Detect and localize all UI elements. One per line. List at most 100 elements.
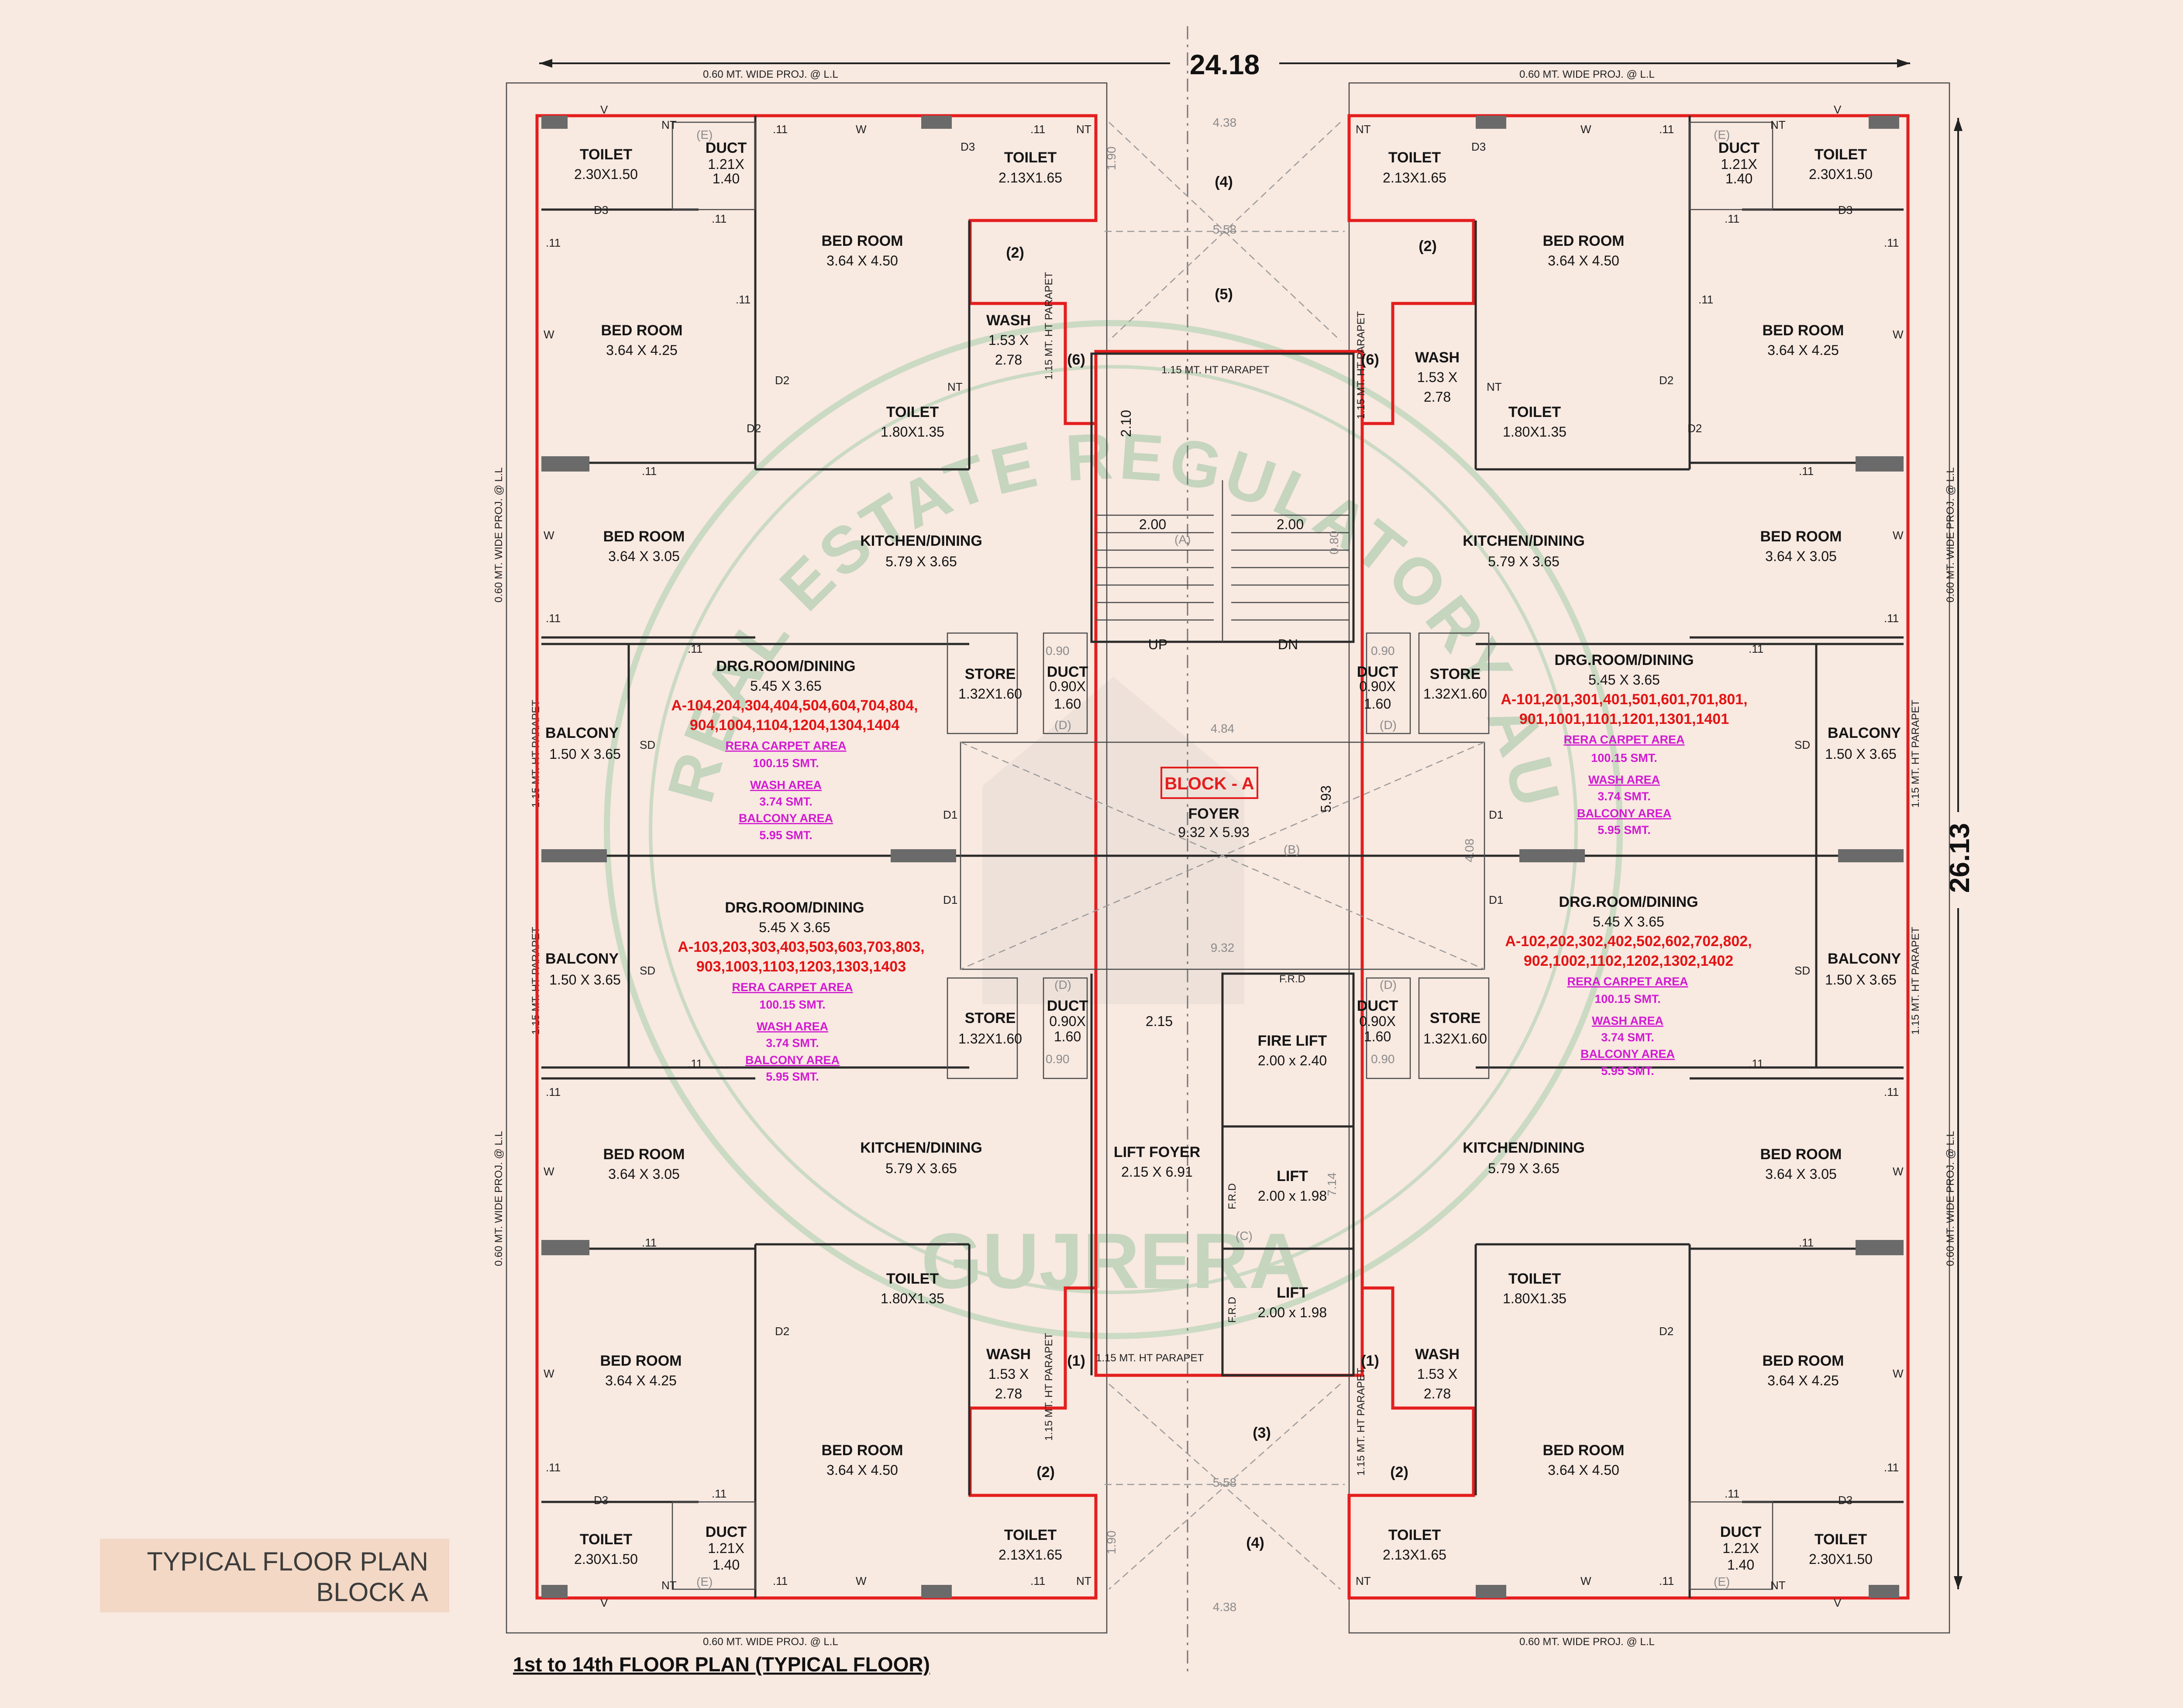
svg-text:1.15 MT. HT PARAPET: 1.15 MT. HT PARAPET bbox=[1096, 1352, 1204, 1364]
svg-text:(1): (1) bbox=[1067, 1353, 1085, 1369]
toilet-size: 2.13X1.65 bbox=[999, 1547, 1062, 1563]
svg-text:NT: NT bbox=[1356, 1574, 1371, 1587]
duct-size: 1.21X bbox=[1721, 156, 1757, 172]
wash-size-2: 2.78 bbox=[995, 352, 1022, 368]
balcony-size: 1.50 X 3.65 bbox=[1825, 746, 1897, 762]
central-core: 1.15 MT. HT PARAPET 1.15 MT. HT PARAPET … bbox=[1006, 116, 1476, 1614]
kitchen-label: KITCHEN/DINING bbox=[860, 1140, 982, 1156]
bed-room-size: 3.64 X 4.50 bbox=[1548, 253, 1619, 269]
bed-room-size: 3.64 X 4.25 bbox=[1767, 1373, 1839, 1388]
svg-text:(E): (E) bbox=[1714, 128, 1730, 141]
svg-text:.11: .11 bbox=[546, 1085, 561, 1098]
svg-text:4.38: 4.38 bbox=[1213, 116, 1237, 129]
bed-room-label: BED ROOM bbox=[1543, 1442, 1625, 1459]
svg-text:D2: D2 bbox=[1659, 1325, 1673, 1338]
duct-size: 0.90X bbox=[1359, 1013, 1396, 1029]
toilet-size: 1.80X1.35 bbox=[1503, 1291, 1567, 1306]
walls bbox=[541, 116, 1904, 1598]
drawing-caption: 1st to 14th FLOOR PLAN (TYPICAL FLOOR) bbox=[513, 1653, 930, 1676]
duct-label: DUCT bbox=[1357, 998, 1398, 1014]
balcony-label: BALCONY bbox=[1828, 725, 1901, 741]
svg-text:0.60 MT. WIDE PROJ. @ L.L: 0.60 MT. WIDE PROJ. @ L.L bbox=[703, 1636, 838, 1648]
svg-text:F.R.D: F.R.D bbox=[1226, 1297, 1238, 1323]
svg-text:1.15 MT. HT PARAPET: 1.15 MT. HT PARAPET bbox=[1355, 311, 1367, 419]
svg-text:SD: SD bbox=[1794, 738, 1810, 751]
stair-width-right: 2.00 bbox=[1277, 517, 1304, 532]
bed-room-label: BED ROOM bbox=[603, 528, 685, 545]
svg-text:(D): (D) bbox=[1054, 718, 1071, 732]
kitchen-label: KITCHEN/DINING bbox=[1463, 533, 1585, 549]
kitchen-size: 5.79 X 3.65 bbox=[1488, 1160, 1560, 1176]
svg-text:(5): (5) bbox=[1215, 286, 1233, 303]
svg-text:W: W bbox=[856, 1574, 867, 1587]
svg-text:0.60 MT. WIDE PROJ. @ L.L: 0.60 MT. WIDE PROJ. @ L.L bbox=[493, 1131, 505, 1266]
lift-label: LIFT bbox=[1277, 1168, 1308, 1185]
wash-area-value: 3.74 SMT. bbox=[1601, 1031, 1654, 1044]
duct-size-2: 1.40 bbox=[713, 1557, 740, 1573]
svg-text:D2: D2 bbox=[747, 422, 761, 435]
svg-text:(4): (4) bbox=[1246, 1535, 1264, 1551]
unit-top-right: TOILET 2.13X1.65 DUCT 1.21X 1.40 TOILET … bbox=[1357, 140, 1901, 837]
wash-label: WASH bbox=[986, 312, 1031, 329]
svg-text:5.58: 5.58 bbox=[1213, 1476, 1237, 1489]
bed-room-label: BED ROOM bbox=[603, 1146, 685, 1163]
foyer-label: FOYER bbox=[1188, 806, 1239, 822]
wash-size: 1.53 X bbox=[988, 1366, 1029, 1382]
svg-text:D3: D3 bbox=[594, 1494, 608, 1507]
stair-width-left: 2.00 bbox=[1139, 517, 1166, 532]
svg-text:.11: .11 bbox=[1799, 1236, 1814, 1249]
svg-text:W: W bbox=[544, 1165, 554, 1178]
svg-text:D2: D2 bbox=[1659, 374, 1673, 387]
svg-text:NT: NT bbox=[1076, 1574, 1092, 1587]
store-size: 1.32X1.60 bbox=[958, 1031, 1022, 1047]
bed-room-label: BED ROOM bbox=[600, 1353, 682, 1369]
wash-area-value: 3.74 SMT. bbox=[766, 1037, 819, 1050]
kitchen-size: 5.79 X 3.65 bbox=[1488, 554, 1560, 569]
drg-room-label: DRG.ROOM/DINING bbox=[1554, 652, 1694, 668]
svg-text:1.15 MT. HT PARAPET: 1.15 MT. HT PARAPET bbox=[1355, 1367, 1367, 1476]
bed-room-size: 3.64 X 3.05 bbox=[1765, 1166, 1837, 1182]
wash-size-2: 2.78 bbox=[1424, 1386, 1451, 1402]
fire-lift-size: 2.00 x 2.40 bbox=[1258, 1053, 1327, 1068]
kitchen-size: 5.79 X 3.65 bbox=[885, 554, 957, 569]
svg-text:(E): (E) bbox=[696, 1575, 713, 1588]
columns bbox=[541, 116, 1904, 1598]
svg-text:0.60 MT. WIDE PROJ. @ L.L: 0.60 MT. WIDE PROJ. @ L.L bbox=[1945, 1131, 1956, 1266]
svg-text:.11: .11 bbox=[1659, 1574, 1674, 1587]
svg-text:.11: .11 bbox=[773, 123, 788, 136]
svg-text:W: W bbox=[856, 123, 867, 136]
block-title: BLOCK - A bbox=[1164, 774, 1254, 793]
kitchen-label: KITCHEN/DINING bbox=[860, 533, 982, 549]
svg-text:.11: .11 bbox=[642, 1236, 657, 1249]
overall-width: 24.18 bbox=[1190, 49, 1260, 80]
svg-text:1.15 MT. HT PARAPET: 1.15 MT. HT PARAPET bbox=[1910, 699, 1921, 808]
svg-text:(6): (6) bbox=[1361, 351, 1379, 368]
unit-numbers: A-103,203,303,403,503,603,703,803, bbox=[678, 939, 924, 955]
fire-lift-label: FIRE LIFT bbox=[1258, 1033, 1327, 1049]
duct-label: DUCT bbox=[1357, 664, 1398, 680]
balcony-area-label: BALCONY AREA bbox=[739, 812, 833, 825]
unit-numbers: 901,1001,1101,1201,1301,1401 bbox=[1519, 711, 1729, 727]
toilet-size: 2.13X1.65 bbox=[999, 170, 1062, 186]
bed-room-size: 3.64 X 4.50 bbox=[826, 253, 898, 269]
svg-text:0.60 MT. WIDE PROJ. @ L.L: 0.60 MT. WIDE PROJ. @ L.L bbox=[1519, 69, 1655, 80]
store-label: STORE bbox=[1430, 1010, 1481, 1026]
store-size: 1.32X1.60 bbox=[958, 686, 1022, 702]
balcony-area-value: 5.95 SMT. bbox=[759, 829, 813, 842]
toilet-label: TOILET bbox=[1388, 149, 1441, 166]
bed-room-label: BED ROOM bbox=[1543, 233, 1625, 249]
lift-size: 2.00 x 1.98 bbox=[1258, 1305, 1327, 1320]
duct-size-2: 1.40 bbox=[1725, 171, 1753, 186]
wash-area-value: 3.74 SMT. bbox=[759, 795, 813, 808]
svg-text:W: W bbox=[544, 529, 554, 542]
wash-label: WASH bbox=[986, 1346, 1031, 1363]
svg-text:(4): (4) bbox=[1215, 174, 1233, 190]
stair-treads bbox=[1096, 480, 1349, 642]
svg-text:D1: D1 bbox=[943, 808, 957, 821]
svg-text:(A): (A) bbox=[1174, 533, 1191, 546]
svg-text:0.60 MT. WIDE PROJ. @ L.L: 0.60 MT. WIDE PROJ. @ L.L bbox=[1519, 1636, 1655, 1648]
duct-label: DUCT bbox=[1720, 1524, 1762, 1540]
svg-text:D1: D1 bbox=[1489, 808, 1503, 821]
svg-text:(6): (6) bbox=[1067, 351, 1085, 368]
toilet-label: TOILET bbox=[886, 404, 939, 420]
